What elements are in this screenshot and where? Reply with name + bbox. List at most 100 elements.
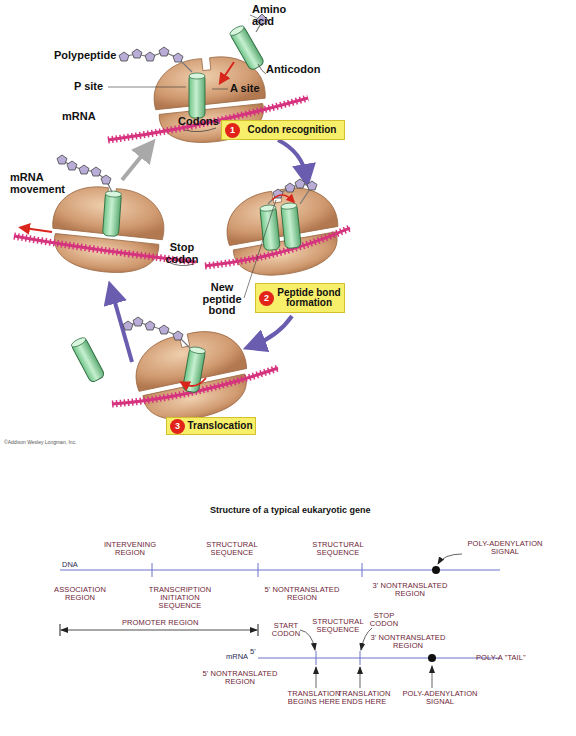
boundary-tick <box>152 563 153 577</box>
amino-acid <box>132 49 142 58</box>
part-label: New peptide bond <box>195 282 249 317</box>
leader-line <box>108 87 186 88</box>
trna <box>281 202 302 248</box>
promoter-bar <box>258 624 259 636</box>
region-label: TRANSCRIPTION INITIATION SEQUENCE <box>143 586 217 610</box>
region-label: POLY-A "TAIL" <box>476 654 526 662</box>
strand-label: mRNA <box>226 653 248 661</box>
region-label: ASSOCIATION REGION <box>49 586 111 602</box>
part-label: Codons <box>178 116 219 128</box>
boundary-tick <box>362 563 363 577</box>
region-label: STRUCTURAL SEQUENCE <box>307 541 369 557</box>
step-number-circle: 2 <box>259 291 274 306</box>
amino-acid <box>67 161 77 170</box>
callout-number: 1 <box>230 126 235 135</box>
amino-acid <box>273 189 283 198</box>
ribosome <box>48 182 168 277</box>
region-label: 3' NONTRANSLATED REGION <box>366 634 450 650</box>
diagram-title: Structure of a typical eukaryotic gene <box>210 505 371 515</box>
step-label-box: Translocation 3 <box>166 417 256 435</box>
codons-bracket <box>184 128 216 132</box>
strand-label: DNA <box>62 561 78 569</box>
amino-acid <box>123 321 133 330</box>
leader-arrow <box>438 554 462 564</box>
region-label: 5' NONTRANSLATED REGION <box>198 670 282 686</box>
part-label: Stop codon <box>162 242 202 265</box>
region-label: TRANSLATION ENDS HERE <box>336 690 392 706</box>
callout-number: 2 <box>264 294 269 303</box>
amino-acid <box>285 183 295 192</box>
step-name: Codon recognition <box>248 125 337 136</box>
amino-acid <box>57 155 67 164</box>
region-label: STOP CODON <box>366 612 402 628</box>
released-trna <box>70 336 105 383</box>
part-label: mRNA <box>62 111 96 123</box>
part-label: P site <box>74 81 103 93</box>
red-arrow <box>184 378 206 386</box>
amino-acid <box>159 325 169 334</box>
copyright-note: ©Addison Wesley Longman, Inc. <box>4 440 77 445</box>
red-arrow <box>272 195 292 200</box>
step-name: Peptide bond formation <box>274 288 344 309</box>
region-label: TRANSLATION BEGINS HERE <box>286 690 342 706</box>
amino-acid <box>79 165 89 174</box>
region-label: START CODON <box>269 622 303 638</box>
leader-arrow <box>300 630 315 650</box>
pointer-arrow <box>360 667 361 688</box>
amino-acid <box>295 179 305 188</box>
region-label: POLY-ADENYLATION SIGNAL <box>398 690 482 706</box>
amino-acid <box>173 331 183 340</box>
step-name: Translocation <box>187 421 252 432</box>
amino-acid <box>101 175 111 184</box>
mrna-line <box>258 658 500 659</box>
end-label: 5' <box>250 648 256 656</box>
callout-number: 3 <box>175 422 180 431</box>
step-label-box: Codon recognition 1 <box>221 120 345 140</box>
promoter-bar <box>60 624 61 636</box>
region-label: INTERVENING REGION <box>99 541 161 557</box>
poly-adenylation-dot <box>432 566 440 574</box>
peptide-chain <box>62 160 112 192</box>
region-label: STRUCTURAL SEQUENCE <box>201 541 263 557</box>
ribosome-stage-2 <box>205 179 350 298</box>
cycle-arrow <box>278 140 306 176</box>
amino-acid <box>159 47 169 56</box>
region-label: POLY-ADENYLATION SIGNAL <box>463 540 547 556</box>
cycle-arrow <box>112 292 132 362</box>
boundary-tick <box>316 651 317 665</box>
trna <box>102 190 121 236</box>
trna <box>229 24 265 71</box>
amino-acid <box>173 53 183 62</box>
poly-adenylation-dot <box>428 654 436 662</box>
cycle-arrow <box>122 148 148 180</box>
pointer-arrow <box>316 667 317 688</box>
part-label: Amino acid <box>252 4 294 27</box>
amino-acid <box>91 167 101 176</box>
promoter-arrow <box>61 630 257 631</box>
region-label: 5' NONTRANSLATED REGION <box>260 586 344 602</box>
pointer-arrow <box>432 666 433 688</box>
red-arrow <box>24 228 52 232</box>
trna <box>260 204 281 250</box>
region-label: 3' NONTRANSLATED REGION <box>368 582 452 598</box>
step-number-circle: 1 <box>225 123 240 138</box>
red-arrow <box>222 62 234 80</box>
ribosome <box>221 181 345 283</box>
peptide-chain <box>268 184 312 204</box>
step-label-box: Peptide bond formation 2 <box>255 283 345 313</box>
amino-acid <box>145 52 155 61</box>
trna <box>189 73 205 118</box>
gene-structure <box>60 554 500 688</box>
region-label: STRUCTURAL SEQUENCE <box>307 618 369 634</box>
anticodon-bracket <box>258 64 266 74</box>
trna <box>182 346 206 393</box>
boundary-tick <box>360 651 361 665</box>
ribosome <box>129 323 255 428</box>
ribosome-stage-3 <box>70 317 278 429</box>
part-label: Polypeptide <box>54 50 116 62</box>
part-label: Anticodon <box>266 64 320 76</box>
part-label: mRNA movement <box>10 172 70 195</box>
boundary-tick <box>258 563 259 577</box>
step-number-circle: 3 <box>170 419 185 434</box>
